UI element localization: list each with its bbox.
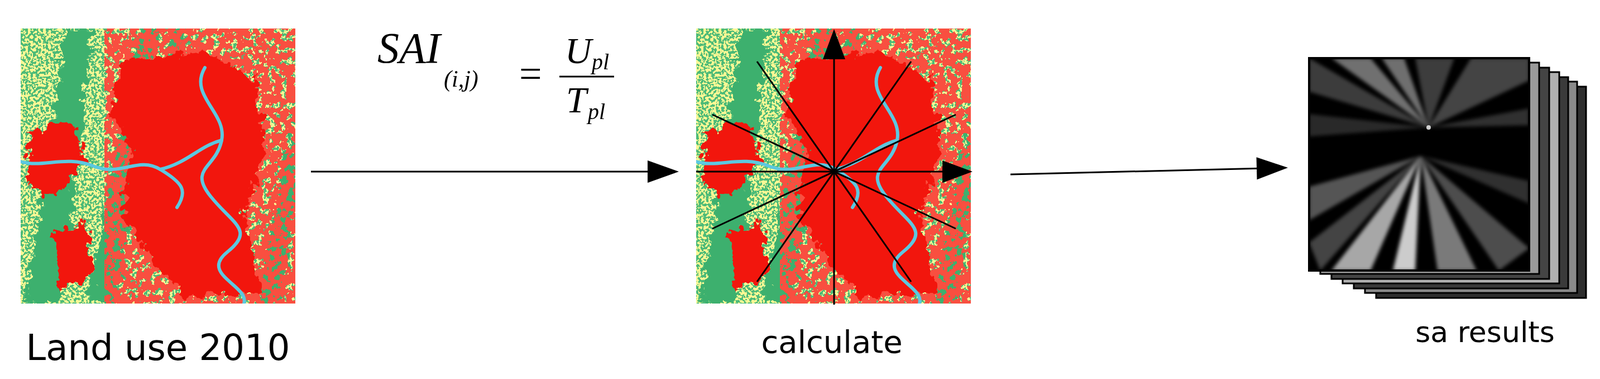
formula-operator: = [519,53,543,94]
land-use-map [20,28,296,304]
formula-symbol: U [564,32,592,70]
fraction-bar [559,75,615,78]
axis-arrowhead [822,29,846,60]
map-node: calculate [696,28,970,370]
flow-arrow [310,160,679,183]
image-caption: sa results [1415,314,1555,349]
formula-symbol: T [566,81,587,119]
formula-subscript: pl [587,100,606,123]
formula-symbol: SAI [377,26,441,70]
arrow-line [1010,168,1259,175]
arrow-line [310,170,650,173]
flow-arrow [1010,156,1288,180]
result-image [1309,58,1530,271]
map-node: Land use 2010 [20,28,296,370]
image-caption: Land use 2010 [26,326,291,370]
formula-subscript: (i,j) [443,66,479,91]
result-stack [1309,58,1587,298]
axis-arrowhead [942,160,973,183]
result-node: sa results [1308,55,1588,369]
direction-lines [696,53,956,305]
arrowhead [1256,156,1288,180]
image-caption: calculate [760,322,903,361]
arrowhead [647,160,679,183]
formula-subscript: pl [591,50,610,74]
